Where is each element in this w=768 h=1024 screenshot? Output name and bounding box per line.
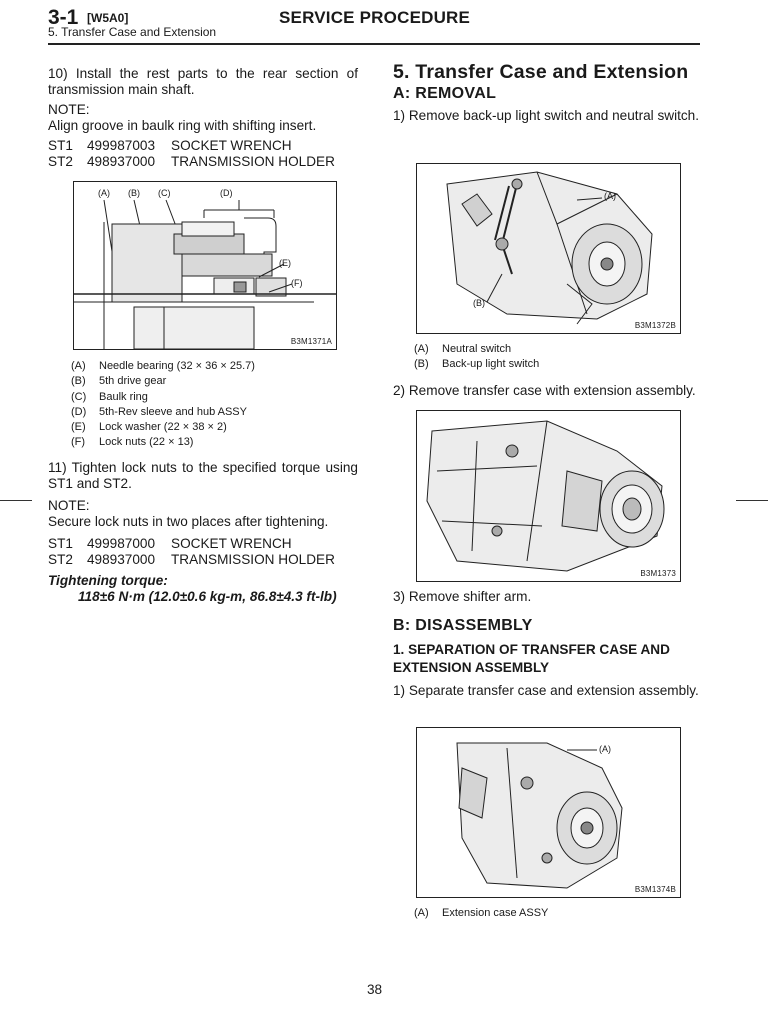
note-label: NOTE: xyxy=(48,498,90,513)
legend-item: (C)Baulk ring xyxy=(71,390,148,403)
header-rule xyxy=(48,43,700,45)
step-11: 11) Tighten lock nuts to the specified t… xyxy=(48,460,358,491)
transmission-switch-illustration xyxy=(446,171,653,325)
tool-list: ST1 499987003 SOCKET WRENCH ST2 49893700… xyxy=(48,138,358,170)
disassembly-step-1: 1) Separate transfer case and extension … xyxy=(393,683,699,698)
removal-step-1: 1) Remove back-up light switch and neutr… xyxy=(393,108,699,123)
tool-list: ST1 499987000 SOCKET WRENCH ST2 49893700… xyxy=(48,536,358,568)
figure-b3m1372b: (A) (B) B3M1372B xyxy=(416,163,681,334)
section-number: 3-1 xyxy=(48,6,79,29)
callout-c: (C) xyxy=(158,188,171,198)
tool-row: ST1 499987000 SOCKET WRENCH xyxy=(48,536,292,551)
legend-item: (B)5th drive gear xyxy=(71,375,167,388)
callout-a: (A) xyxy=(599,744,611,754)
left-column-lower: 11) Tighten lock nuts to the specified t… xyxy=(48,460,358,605)
legend-item: (E)Lock washer (22 × 38 × 2) xyxy=(71,421,227,434)
figure-legend: (A)Extension case ASSY xyxy=(414,906,694,921)
right-column-top: 5. Transfer Case and Extension A: REMOVA… xyxy=(393,61,701,124)
figure-code: B3M1373 xyxy=(640,569,676,578)
removal-heading: A: REMOVAL xyxy=(393,85,497,102)
transfer-case-illustration xyxy=(426,420,665,572)
page-number: 38 xyxy=(367,982,383,997)
legend-item: (B)Back-up light switch xyxy=(414,358,540,371)
extension-case-illustration xyxy=(456,742,623,889)
note-label: NOTE: xyxy=(48,102,90,117)
legend-item: (A)Needle bearing (32 × 36 × 25.7) xyxy=(71,360,255,372)
section-heading: 5. Transfer Case and Extension xyxy=(393,61,689,83)
torque-label: Tightening torque: xyxy=(48,573,168,588)
left-margin-mark xyxy=(0,500,32,501)
callout-d: (D) xyxy=(220,188,233,198)
legend-item: (D)5th-Rev sleeve and hub ASSY xyxy=(71,405,247,418)
callout-b: (B) xyxy=(473,298,485,308)
removal-step-3: 3) Remove shifter arm. xyxy=(393,589,532,604)
legend-item: (A)Extension case ASSY xyxy=(414,907,549,919)
page-title: SERVICE PROCEDURE xyxy=(279,8,471,27)
callout-b: (B) xyxy=(128,188,140,198)
figure-code: B3M1371A xyxy=(290,337,332,346)
callout-e: (E) xyxy=(279,258,291,268)
tool-row: ST2 498937000 TRANSMISSION HOLDER xyxy=(48,552,335,567)
legend-item: (A)Neutral switch xyxy=(414,343,512,355)
removal-step-2-block: 2) Remove transfer case with extension a… xyxy=(393,383,703,399)
legend-item: (F)Lock nuts (22 × 13) xyxy=(71,436,194,449)
figure-b3m1374b: (A) B3M1374B xyxy=(416,727,681,898)
removal-step-2: 2) Remove transfer case with extension a… xyxy=(393,383,696,398)
left-column: 10) Install the rest parts to the rear s… xyxy=(48,66,358,170)
section-code: [W5A0] xyxy=(87,11,129,25)
figure-legend: (A)Neutral switch (B)Back-up light switc… xyxy=(414,342,694,373)
figure-code: B3M1372B xyxy=(634,321,676,330)
separation-subheading: 1. SEPARATION OF TRANSFER CASE AND EXTEN… xyxy=(393,642,670,675)
callout-a: (A) xyxy=(98,188,110,198)
figure-b3m1371a: (A) (B) (C) (D) (E) (F) B3M1371A xyxy=(73,181,337,350)
callout-a: (A) xyxy=(604,191,616,201)
gear-assembly-illustration xyxy=(74,199,336,349)
note-text: Align groove in baulk ring with shifting… xyxy=(48,118,317,133)
callout-f: (F) xyxy=(291,278,303,288)
tool-row: ST1 499987003 SOCKET WRENCH xyxy=(48,138,292,153)
disassembly-heading: B: DISASSEMBLY xyxy=(393,617,533,634)
tool-row: ST2 498937000 TRANSMISSION HOLDER xyxy=(48,154,335,169)
figure-code: B3M1374B xyxy=(634,885,676,894)
right-column-bottom: 3) Remove shifter arm. B: DISASSEMBLY 1.… xyxy=(393,589,703,699)
note-text: Secure lock nuts in two places after tig… xyxy=(48,514,329,529)
figure-b3m1373: B3M1373 xyxy=(416,410,681,582)
torque-value: 118±6 N·m (12.0±0.6 kg-m, 86.8±4.3 ft-lb… xyxy=(78,589,337,604)
step-10: 10) Install the rest parts to the rear s… xyxy=(48,66,358,97)
right-margin-mark xyxy=(736,500,768,501)
page-subtitle: 5. Transfer Case and Extension xyxy=(48,25,217,39)
figure-legend: (A)Needle bearing (32 × 36 × 25.7) (B)5t… xyxy=(71,359,351,451)
